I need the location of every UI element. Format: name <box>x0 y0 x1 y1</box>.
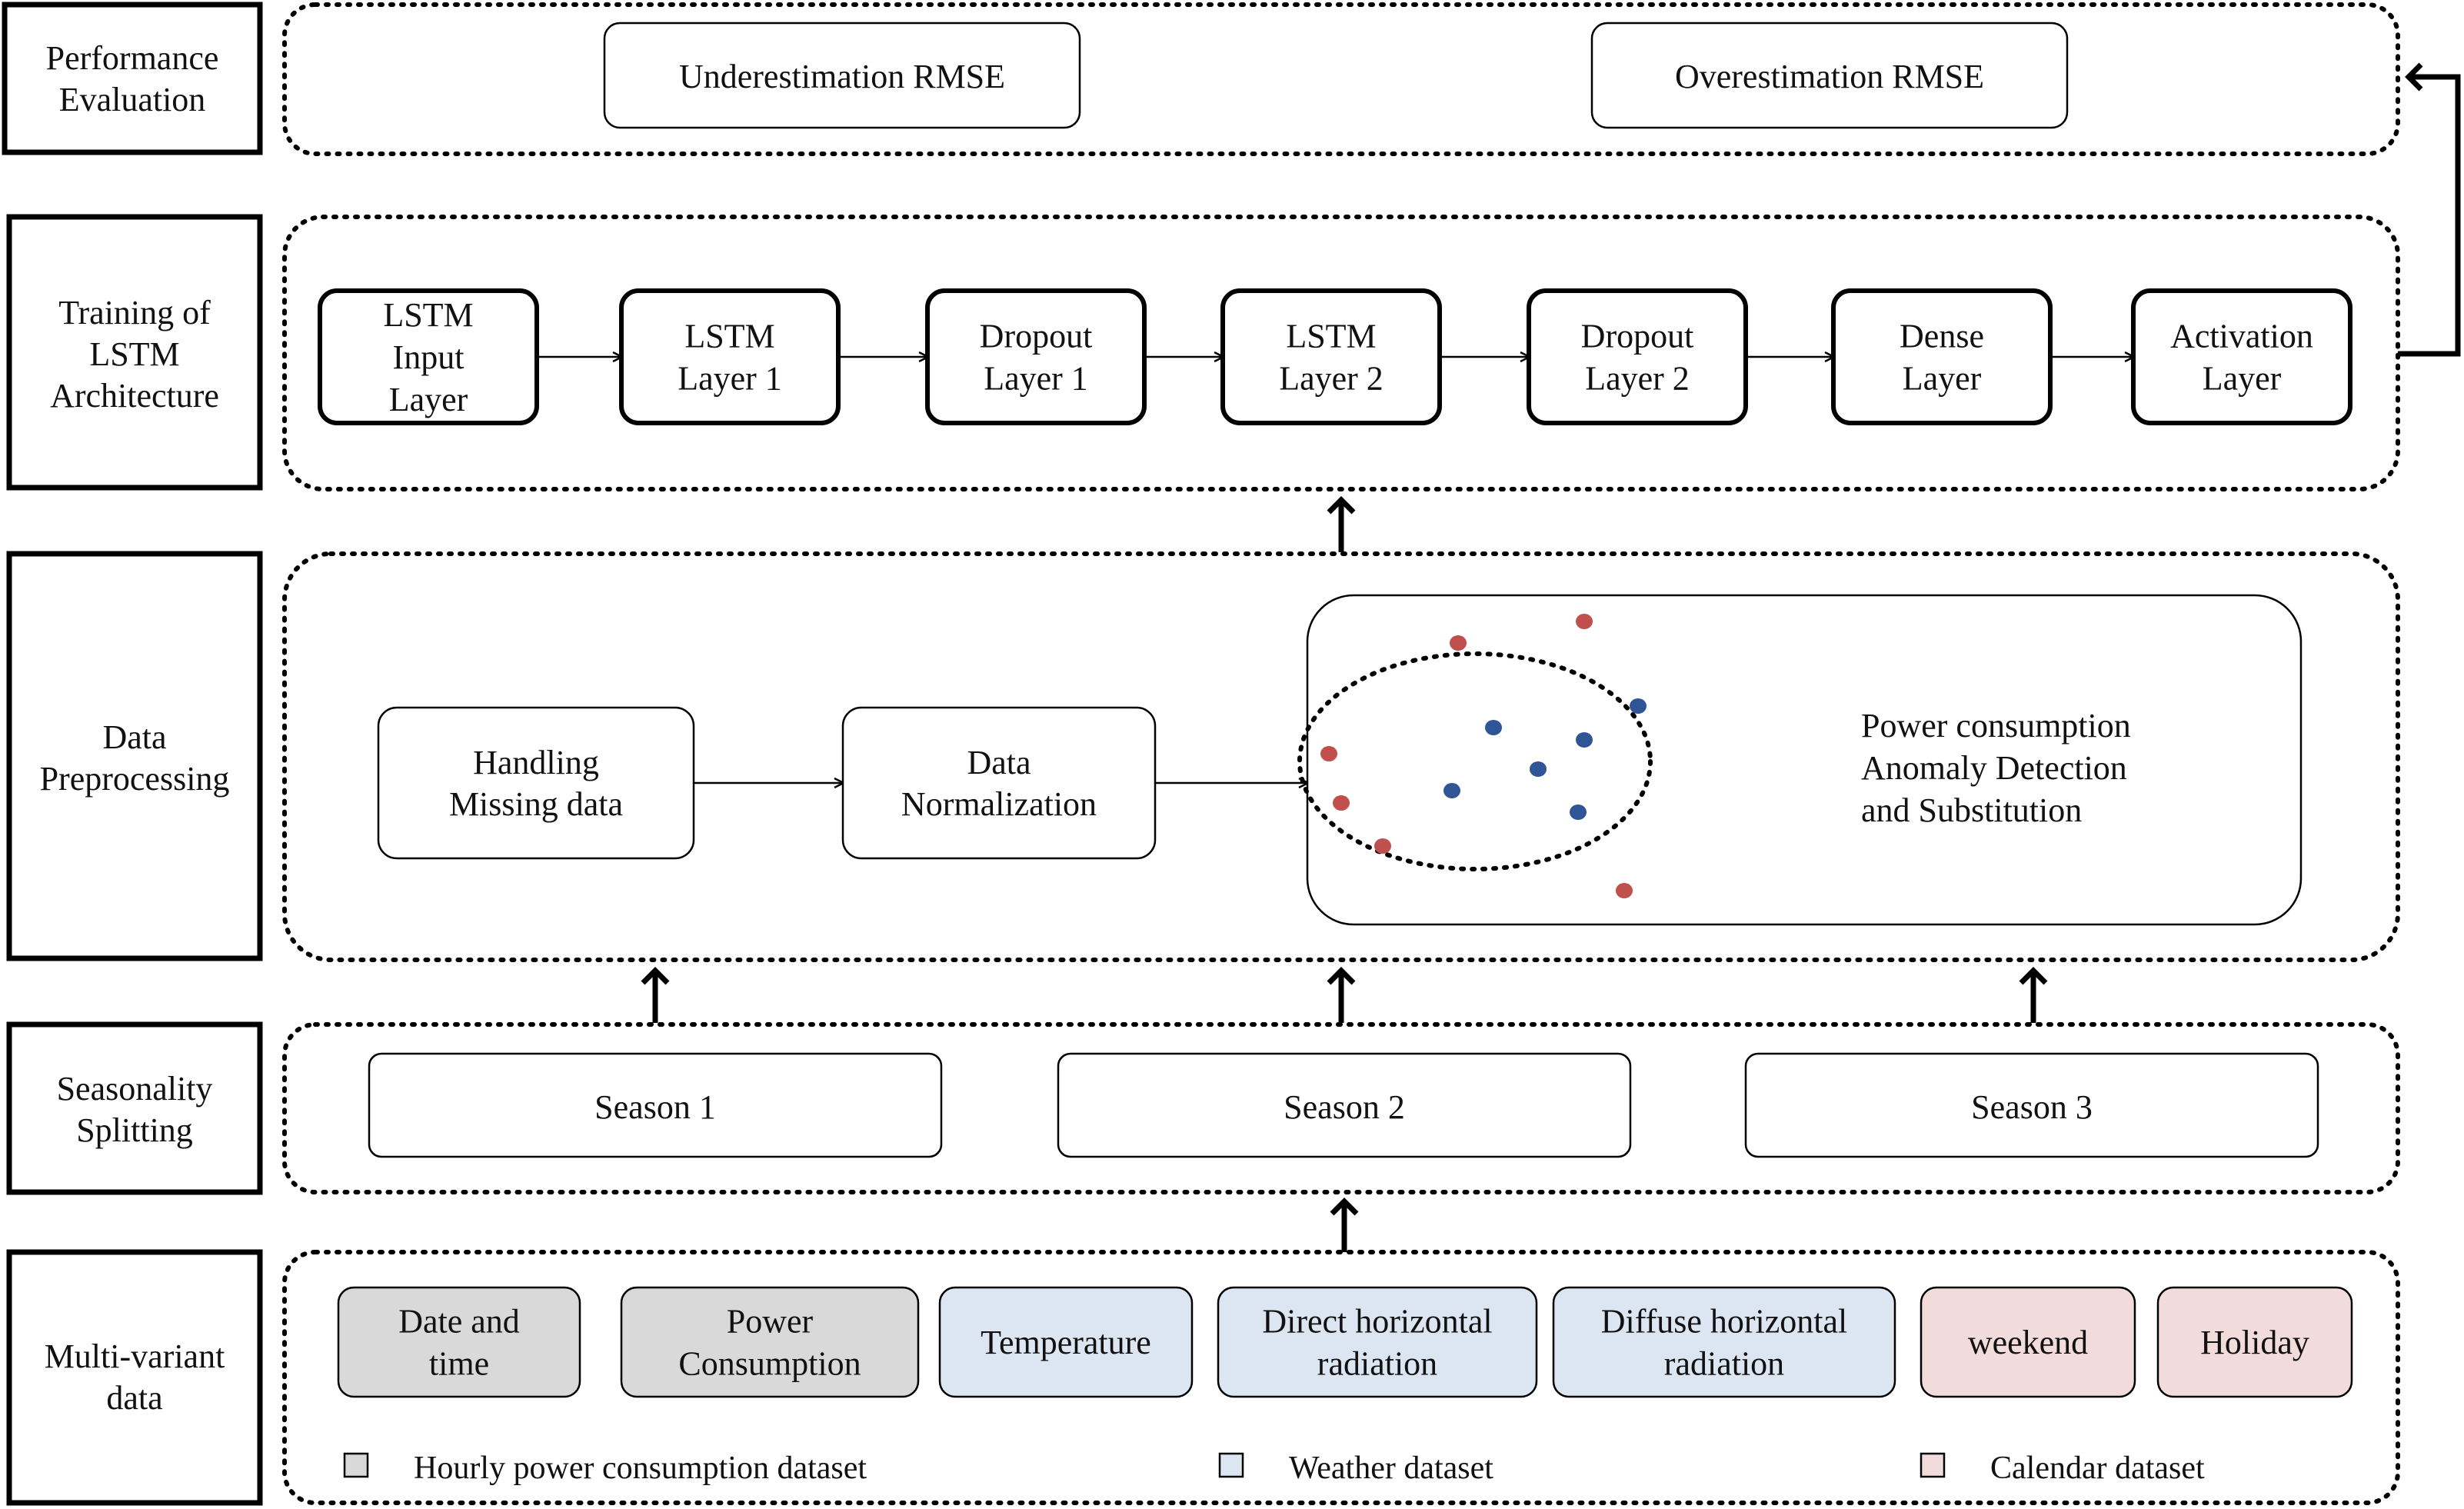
legend-swatch <box>343 1452 369 1478</box>
normal-point <box>1630 698 1647 714</box>
legend: Hourly power consumption dataset Weather … <box>343 1451 2205 1486</box>
seasons-row: Season 1 Season 2 Season 3 <box>368 1052 2319 1158</box>
anomaly-point <box>1333 795 1350 811</box>
performance-container <box>282 2 2400 156</box>
normal-data-cluster <box>1297 651 1653 871</box>
legend-label: Calendar dataset <box>1990 1451 2205 1486</box>
season-box: Season 1 <box>368 1052 943 1158</box>
legend-item-weather: Weather dataset <box>1218 1451 1493 1486</box>
anomaly-point <box>1320 746 1337 761</box>
normal-point <box>1570 804 1587 820</box>
anomaly-point <box>1576 614 1593 629</box>
season-label: Season 2 <box>1284 1088 1405 1126</box>
feature-label: weekend <box>1968 1324 2088 1361</box>
underestimation-rmse-label: Underestimation RMSE <box>679 58 1005 95</box>
overestimation-rmse-label: Overestimation RMSE <box>1675 58 1984 95</box>
legend-label: Hourly power consumption dataset <box>414 1451 867 1486</box>
overestimation-rmse-box: Overestimation RMSE <box>1590 22 2069 129</box>
legend-swatch <box>1218 1452 1244 1478</box>
legend-swatch <box>1920 1452 1946 1478</box>
season-box: Season 3 <box>1744 1052 2319 1158</box>
legend-item-calendar: Calendar dataset <box>1920 1451 2205 1486</box>
season-label: Season 3 <box>1971 1088 2093 1126</box>
underestimation-rmse-box: Underestimation RMSE <box>603 22 1081 129</box>
feature-box-weather: Temperature <box>938 1286 1194 1398</box>
normal-point <box>1576 732 1593 748</box>
anomaly-point <box>1616 883 1633 898</box>
legend-label: Weather dataset <box>1289 1451 1493 1486</box>
anomaly-point <box>1450 635 1467 651</box>
feature-label: Holiday <box>2200 1324 2309 1361</box>
normal-point <box>1485 720 1502 735</box>
anomaly-scatter <box>1320 614 1647 898</box>
feature-box-calendar: weekend <box>1920 1286 2136 1398</box>
feature-box-calendar: Holiday <box>2156 1286 2353 1398</box>
season-label: Season 1 <box>594 1088 716 1126</box>
normal-point <box>1443 783 1460 798</box>
anomaly-point <box>1374 838 1391 854</box>
legend-item-power: Hourly power consumption dataset <box>343 1451 867 1486</box>
normal-point <box>1530 761 1547 777</box>
feature-label: Temperature <box>981 1324 1151 1361</box>
feedback-arrow <box>2398 62 2461 357</box>
season-box: Season 2 <box>1057 1052 1632 1158</box>
